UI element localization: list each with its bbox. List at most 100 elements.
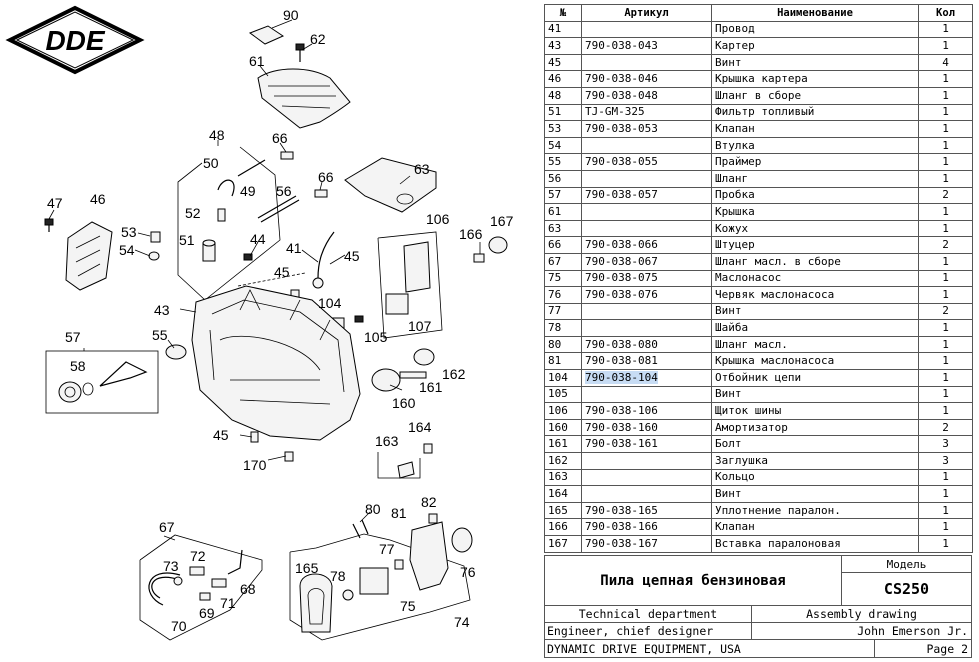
cell-name: Шланг [711, 169, 919, 188]
callout-57: 57 [65, 329, 81, 345]
cell-name: Штуцер [711, 236, 919, 254]
callout-75: 75 [400, 598, 416, 614]
part-82-screw [428, 513, 438, 524]
cell-article: 790-038-055 [581, 153, 712, 171]
cell-article: 790-038-167 [581, 535, 712, 553]
cell-number: 63 [544, 219, 582, 238]
cell-number: 105 [544, 385, 582, 404]
engineer-role: Engineer, chief designer [545, 623, 752, 640]
callout-45-low: 45 [213, 427, 229, 443]
cell-number: 81 [544, 352, 582, 371]
cell-article: 790-038-057 [581, 186, 712, 205]
cell-qty: 1 [918, 369, 973, 387]
dde-logo: DDE [5, 5, 145, 75]
part-167-insert [488, 236, 508, 254]
part-69-clip [199, 592, 211, 601]
cell-number: 53 [544, 120, 582, 138]
part-106-guard [403, 241, 431, 293]
callout-164: 164 [408, 419, 432, 435]
cell-number: 104 [544, 369, 582, 387]
cell-number: 76 [544, 286, 582, 304]
cell-article: 790-038-160 [581, 418, 712, 437]
cell-name: Картер [711, 37, 919, 55]
part-62-screw [295, 43, 305, 62]
cell-article: 790-038-067 [581, 252, 712, 271]
cell-qty: 2 [918, 236, 973, 254]
cell-number: 75 [544, 269, 582, 288]
part-73-clip [173, 576, 183, 586]
callout-77: 77 [379, 541, 395, 557]
model-value: CS250 [842, 573, 971, 606]
cell-article [581, 169, 712, 188]
cell-qty: 1 [918, 153, 973, 171]
part-107-pad [385, 293, 409, 315]
part-50-hose [217, 159, 266, 197]
cell-name: Крышка маслонасоса [711, 352, 919, 371]
callout-76: 76 [460, 564, 476, 580]
cell-number: 77 [544, 302, 582, 321]
part-80-hose [352, 519, 369, 539]
group-106-box [377, 231, 443, 339]
cell-number: 160 [544, 418, 582, 437]
leader-lines [48, 19, 481, 541]
cell-name: Вставка паралоновая [711, 535, 919, 553]
part-43-crankcase [191, 272, 361, 441]
cell-qty: 1 [918, 319, 973, 337]
callout-49: 49 [240, 183, 256, 199]
cell-name: Уплотнение паралон. [711, 501, 919, 520]
cell-name: Щиток шины [711, 402, 919, 420]
part-76-worm [451, 527, 473, 553]
cell-qty: 1 [918, 219, 973, 238]
part-105-screw [354, 315, 364, 323]
cell-qty: 1 [918, 402, 973, 420]
cell-article: 790-038-081 [581, 352, 712, 371]
group-163-box [377, 452, 421, 479]
cell-number: 161 [544, 435, 582, 454]
cell-qty: 1 [918, 136, 973, 155]
assembly-drawing: DDE [5, 5, 514, 641]
cell-number: 51 [544, 103, 582, 122]
cell-qty: 1 [918, 103, 973, 122]
part-165-seal [299, 573, 333, 633]
cell-name: Шайба [711, 319, 919, 337]
cell-qty: 2 [918, 302, 973, 321]
cell-number: 106 [544, 402, 582, 420]
cell-name: Праймер [711, 153, 919, 171]
part-161-bolt [399, 371, 427, 379]
cell-name: Шланг в сборе [711, 86, 919, 105]
callout-71: 71 [220, 595, 236, 611]
